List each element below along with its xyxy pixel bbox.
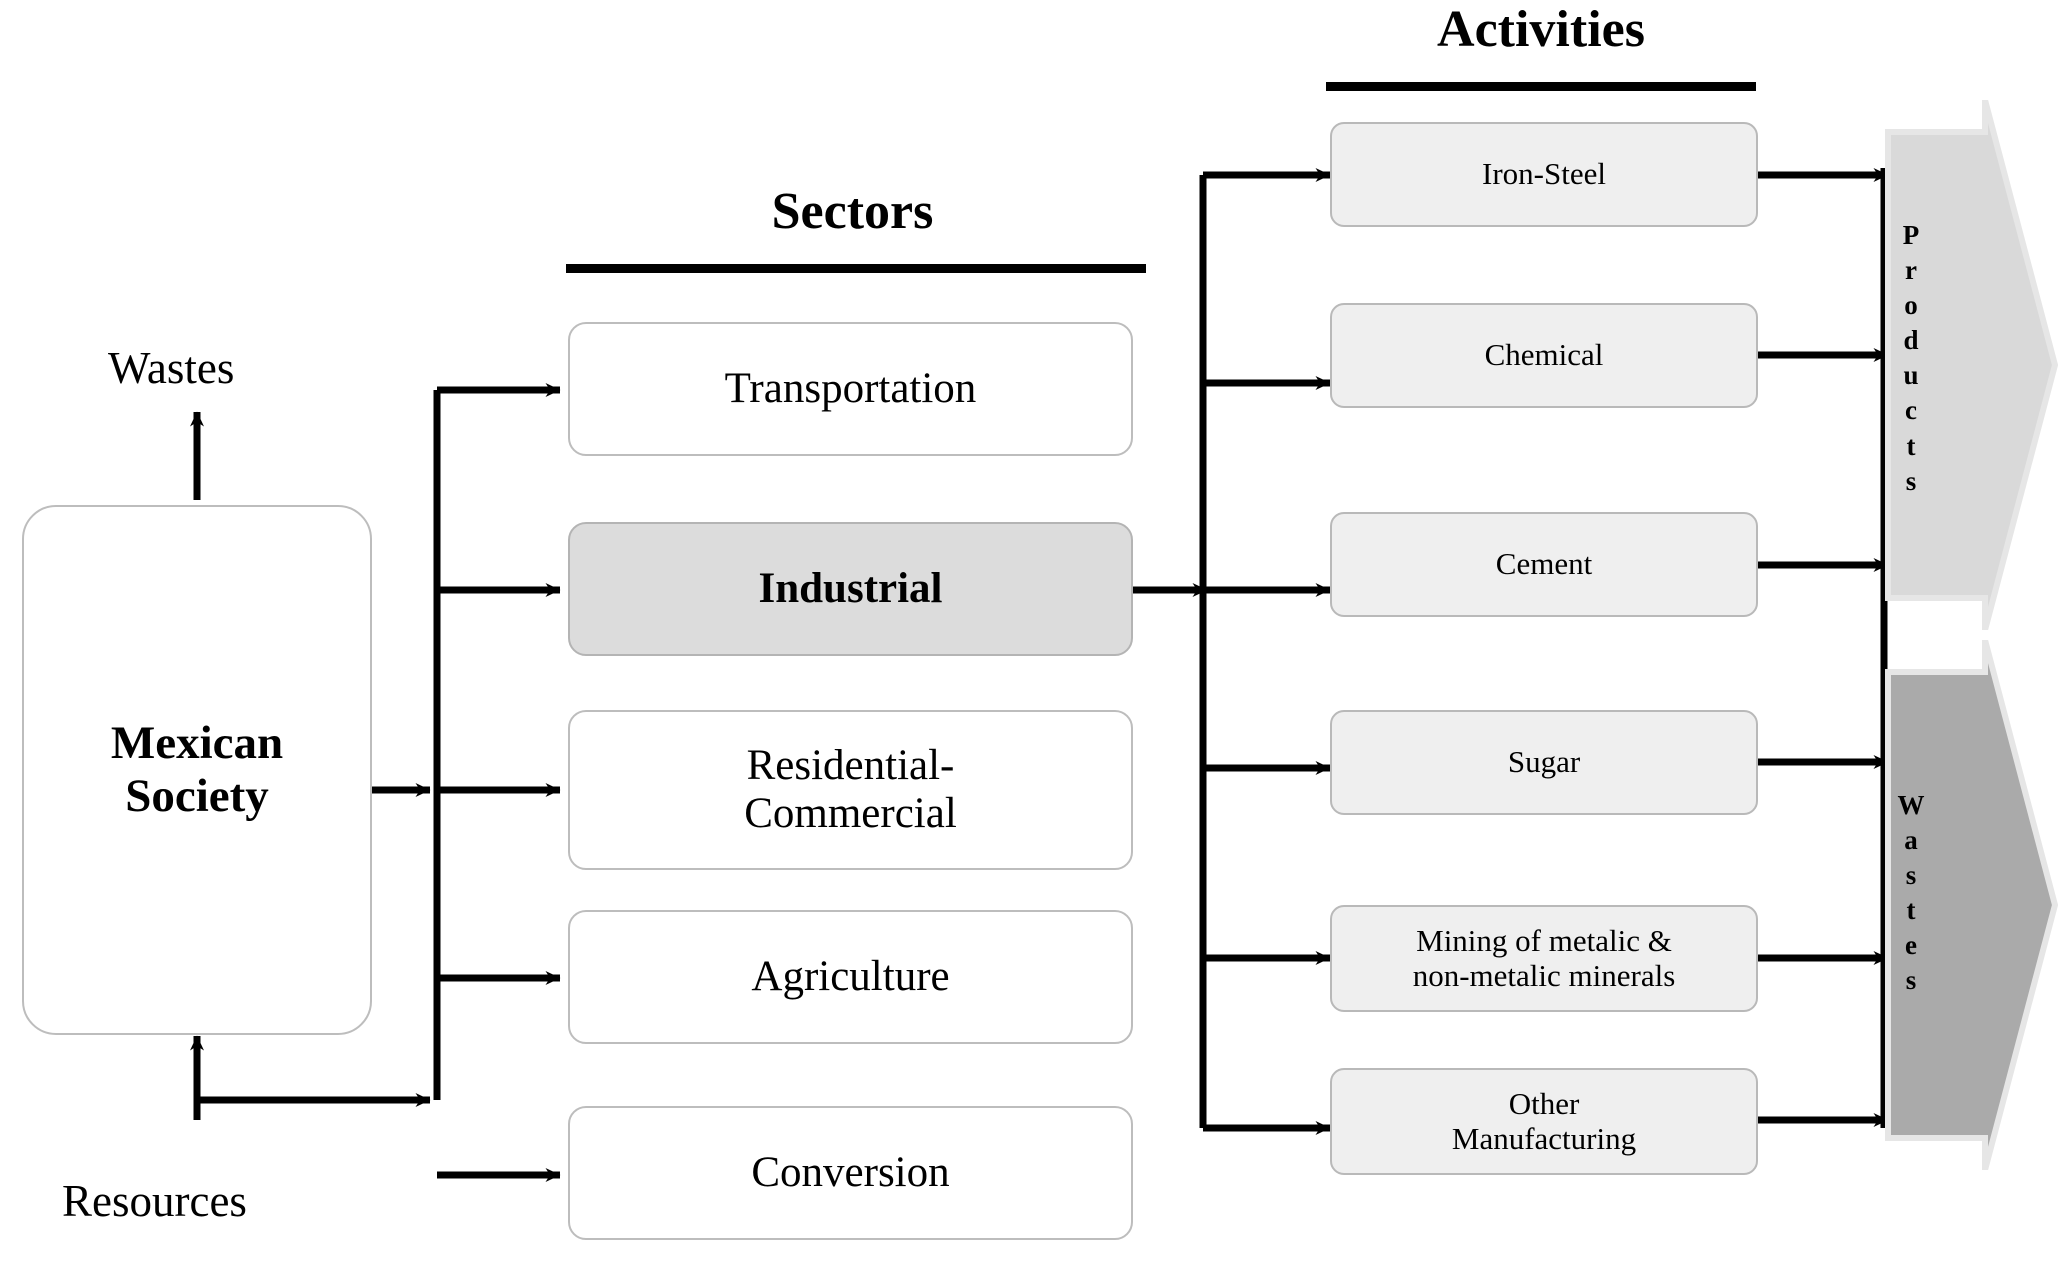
sector-node-conversion[interactable]: Conversion	[568, 1106, 1133, 1240]
sectors-title-rule	[566, 264, 1146, 273]
wastes-output-arrow: W a s t e s	[1880, 639, 2058, 1171]
mexican-society-line1: Mexican	[110, 717, 284, 770]
sector-label-line1: Residential-	[746, 741, 955, 789]
sector-label: Conversion	[751, 1148, 950, 1196]
activities-title: Activities	[1437, 1, 1645, 58]
activity-node-mining[interactable]: Mining of metalic & non-metalic minerals	[1330, 905, 1758, 1012]
sector-node-transportation[interactable]: Transportation	[568, 322, 1133, 456]
activity-node-chemical[interactable]: Chemical	[1330, 303, 1758, 408]
wastes-input-label: Wastes	[108, 343, 235, 393]
products-output-arrow: P r o d u c t s	[1880, 99, 2058, 631]
activity-label-line2: non-metalic minerals	[1412, 957, 1676, 993]
activity-label: Sugar	[1507, 744, 1581, 780]
activity-label: Iron-Steel	[1482, 156, 1606, 192]
activity-label: Chemical	[1484, 337, 1604, 373]
activities-title-rule	[1326, 82, 1756, 91]
products-arrow-label: P r o d u c t s	[1902, 220, 1920, 496]
resources-input-label: Resources	[62, 1176, 247, 1226]
wastes-arrow-shape	[1885, 639, 2058, 1171]
sector-node-residential-commercial[interactable]: Residential- Commercial	[568, 710, 1133, 870]
activity-label-line2: Manufacturing	[1451, 1120, 1637, 1156]
activity-label-line1: Other	[1508, 1085, 1580, 1121]
wastes-arrow-label: W a s t e s	[1897, 790, 1925, 996]
activity-node-sugar[interactable]: Sugar	[1330, 710, 1758, 815]
activity-node-iron-steel[interactable]: Iron-Steel	[1330, 122, 1758, 227]
mexican-society-line2: Society	[125, 770, 269, 822]
activity-node-cement[interactable]: Cement	[1330, 512, 1758, 617]
mexican-society-node[interactable]: Mexican Society	[22, 505, 372, 1035]
sector-node-industrial[interactable]: Industrial	[568, 522, 1133, 656]
sector-label-line2: Commercial	[744, 790, 957, 837]
activity-label-line1: Mining of metalic &	[1416, 922, 1672, 958]
activity-node-other-manufacturing[interactable]: Other Manufacturing	[1330, 1068, 1758, 1175]
sector-label: Industrial	[758, 564, 943, 612]
sector-label: Agriculture	[751, 952, 950, 1000]
sector-node-agriculture[interactable]: Agriculture	[568, 910, 1133, 1044]
sectors-title: Sectors	[771, 183, 934, 240]
sector-label: Transportation	[724, 364, 977, 412]
products-arrow-shape	[1885, 99, 2058, 631]
activity-label: Cement	[1495, 546, 1593, 582]
